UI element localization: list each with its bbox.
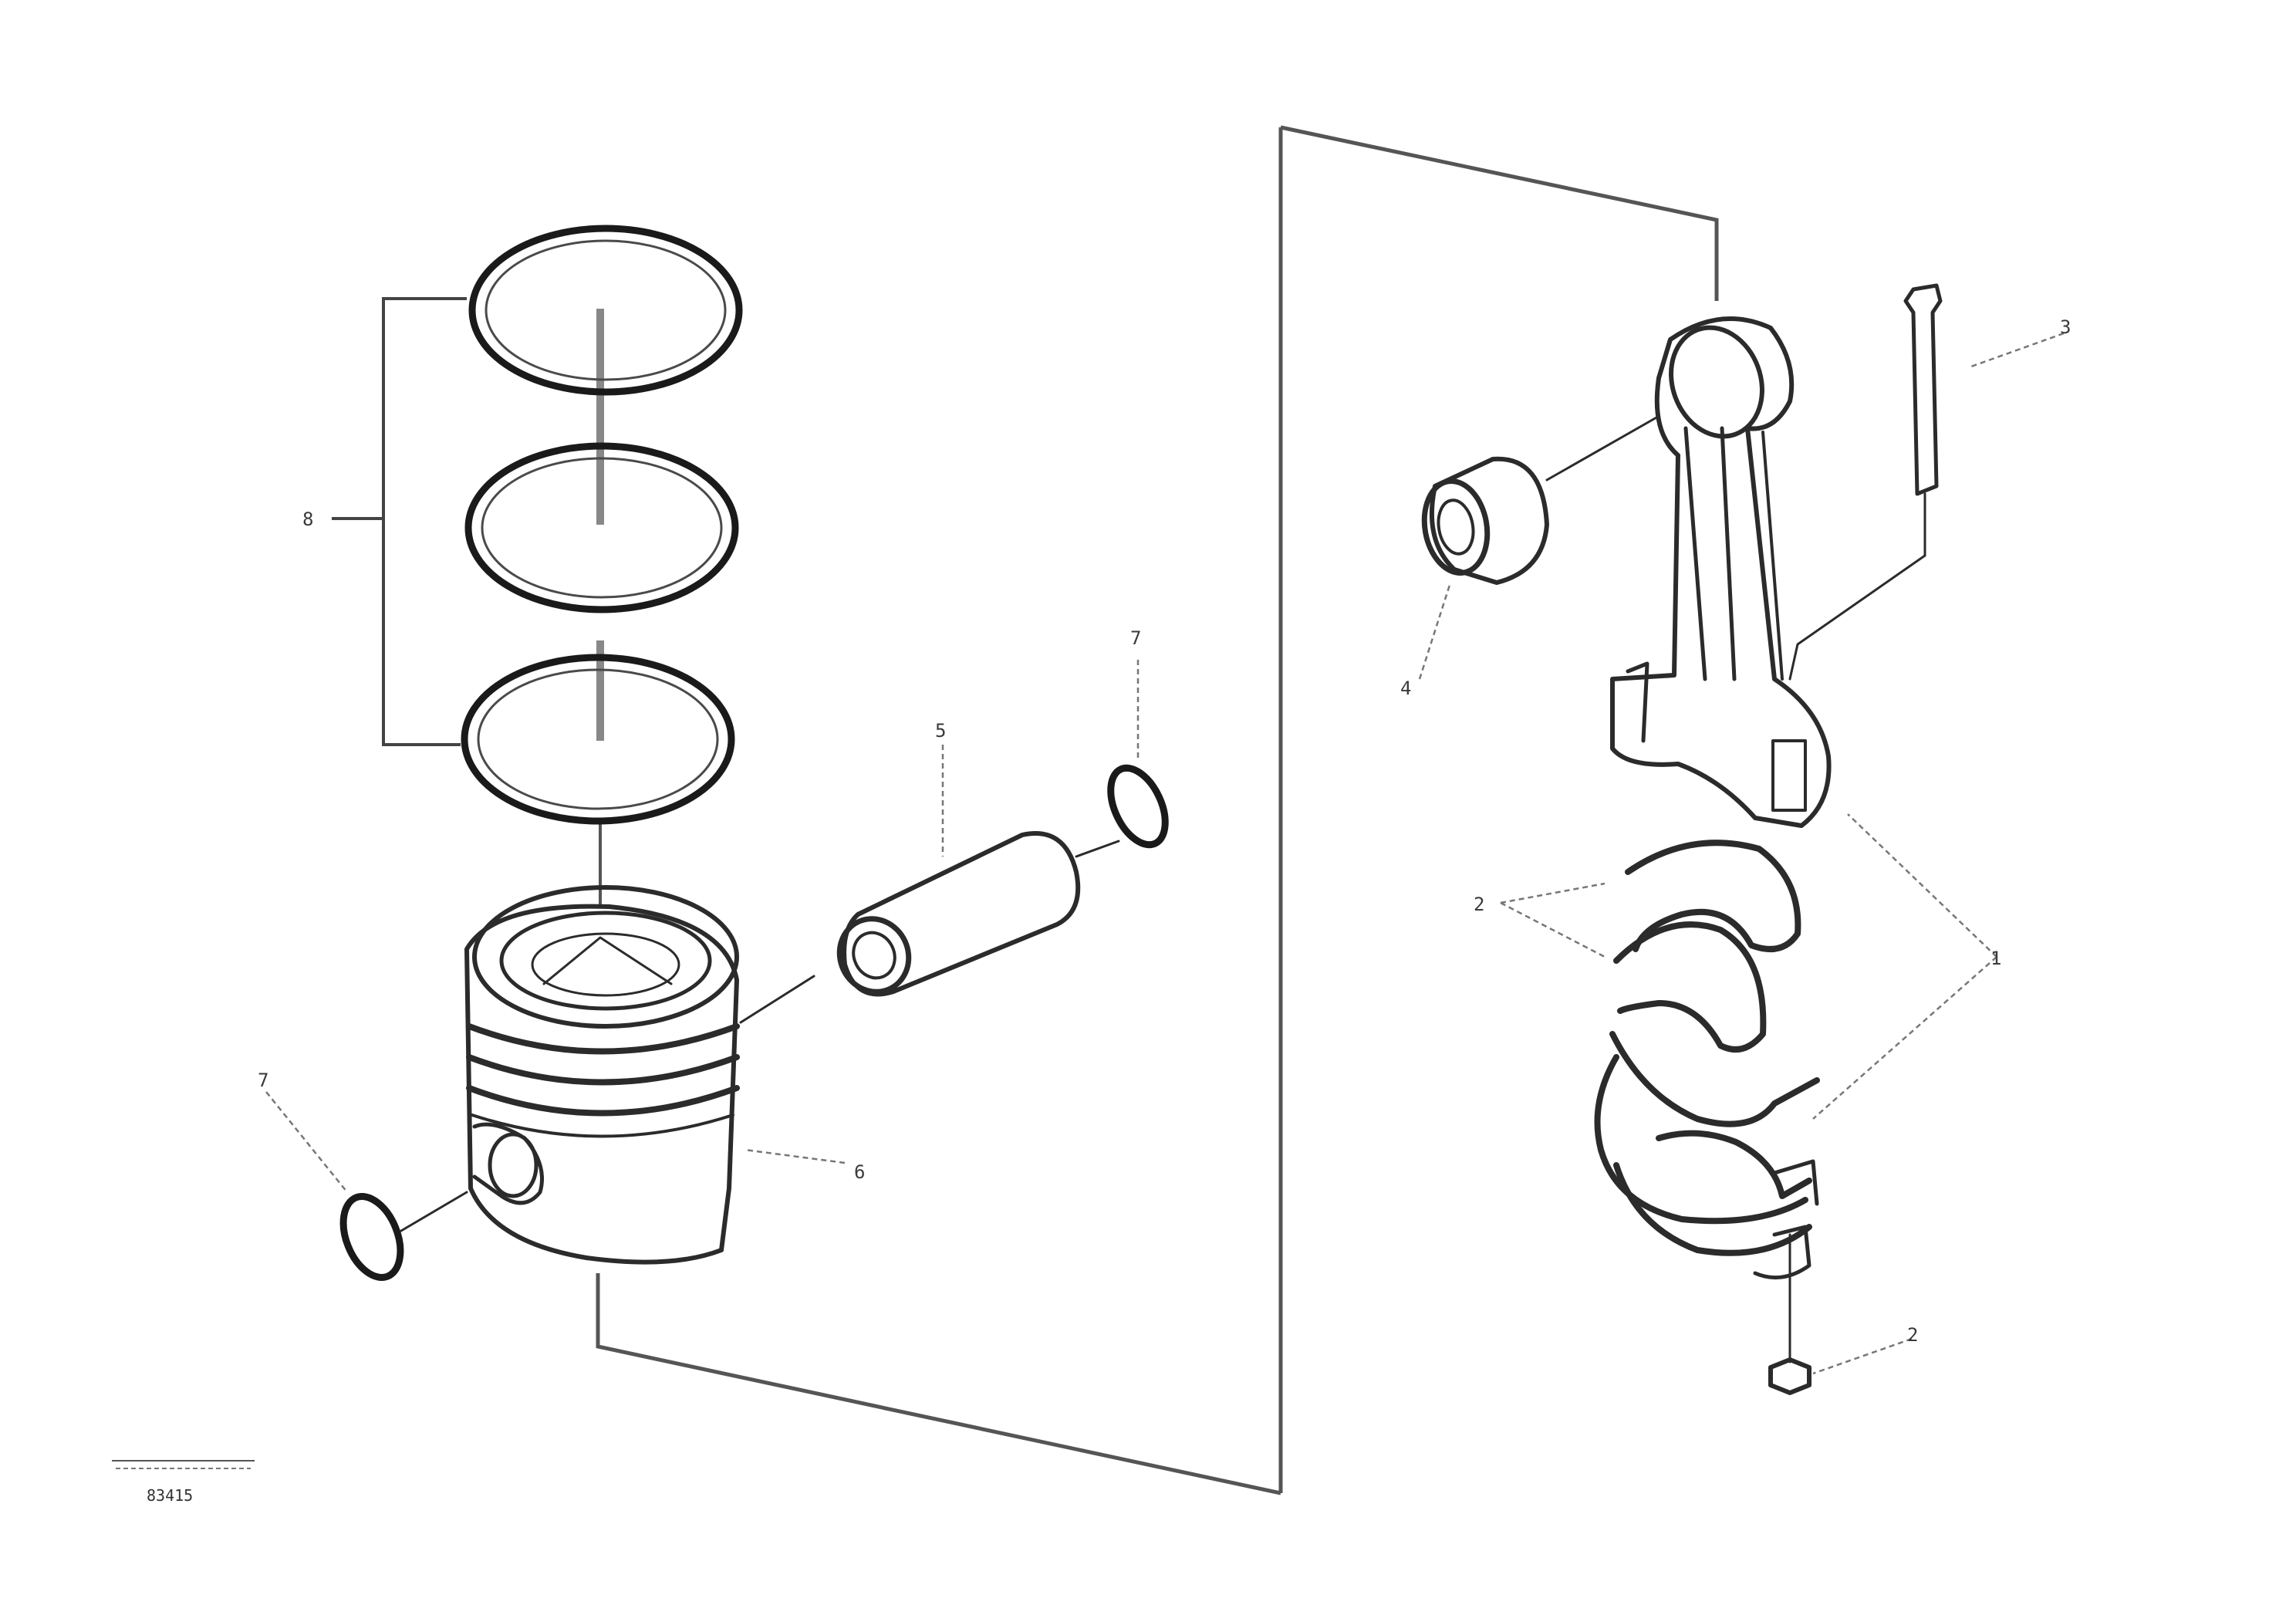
callout-connecting-rod: 1 <box>1990 948 2001 969</box>
piston <box>464 885 740 1265</box>
callout-piston: 6 <box>854 1161 865 1183</box>
exploded-view-frame <box>596 125 1719 1495</box>
callout-bearing-shells: 2 <box>1474 894 1484 915</box>
piston-ring-bottom <box>461 654 735 825</box>
con-rod-nut <box>1768 1233 1811 1395</box>
piston-pin-clip-left <box>339 1191 468 1281</box>
piston-ring-set <box>332 225 743 825</box>
connecting-rod <box>1610 316 1832 828</box>
callout-con-rod-bolt: 3 <box>2060 316 2071 338</box>
piston-pin-clip-right <box>1107 764 1169 849</box>
piston-ring-bracket <box>382 297 467 746</box>
big-end-bearing-shells <box>1594 840 1820 1280</box>
piston-ring-top <box>468 225 743 396</box>
small-end-bushing <box>1421 406 1676 585</box>
callout-bushing: 4 <box>1400 678 1411 699</box>
image-reference-line-2: 83415 <box>147 1486 193 1505</box>
con-rod-bolt <box>1788 283 1943 681</box>
callout-piston-rings: 8 <box>302 509 313 530</box>
piston-ring-middle <box>464 442 739 613</box>
callout-labels: 8 7 5 7 6 4 3 2 1 2 <box>258 316 2071 1346</box>
piston-pin <box>739 831 1120 1024</box>
leader-lines <box>265 332 2065 1375</box>
callout-clip-left: 7 <box>258 1070 268 1091</box>
callout-nut: 2 <box>1907 1324 1918 1346</box>
callout-piston-pin: 5 <box>935 720 946 742</box>
image-reference-stamp: 83415 <box>112 1460 255 1505</box>
callout-clip-top: 7 <box>1130 627 1141 649</box>
